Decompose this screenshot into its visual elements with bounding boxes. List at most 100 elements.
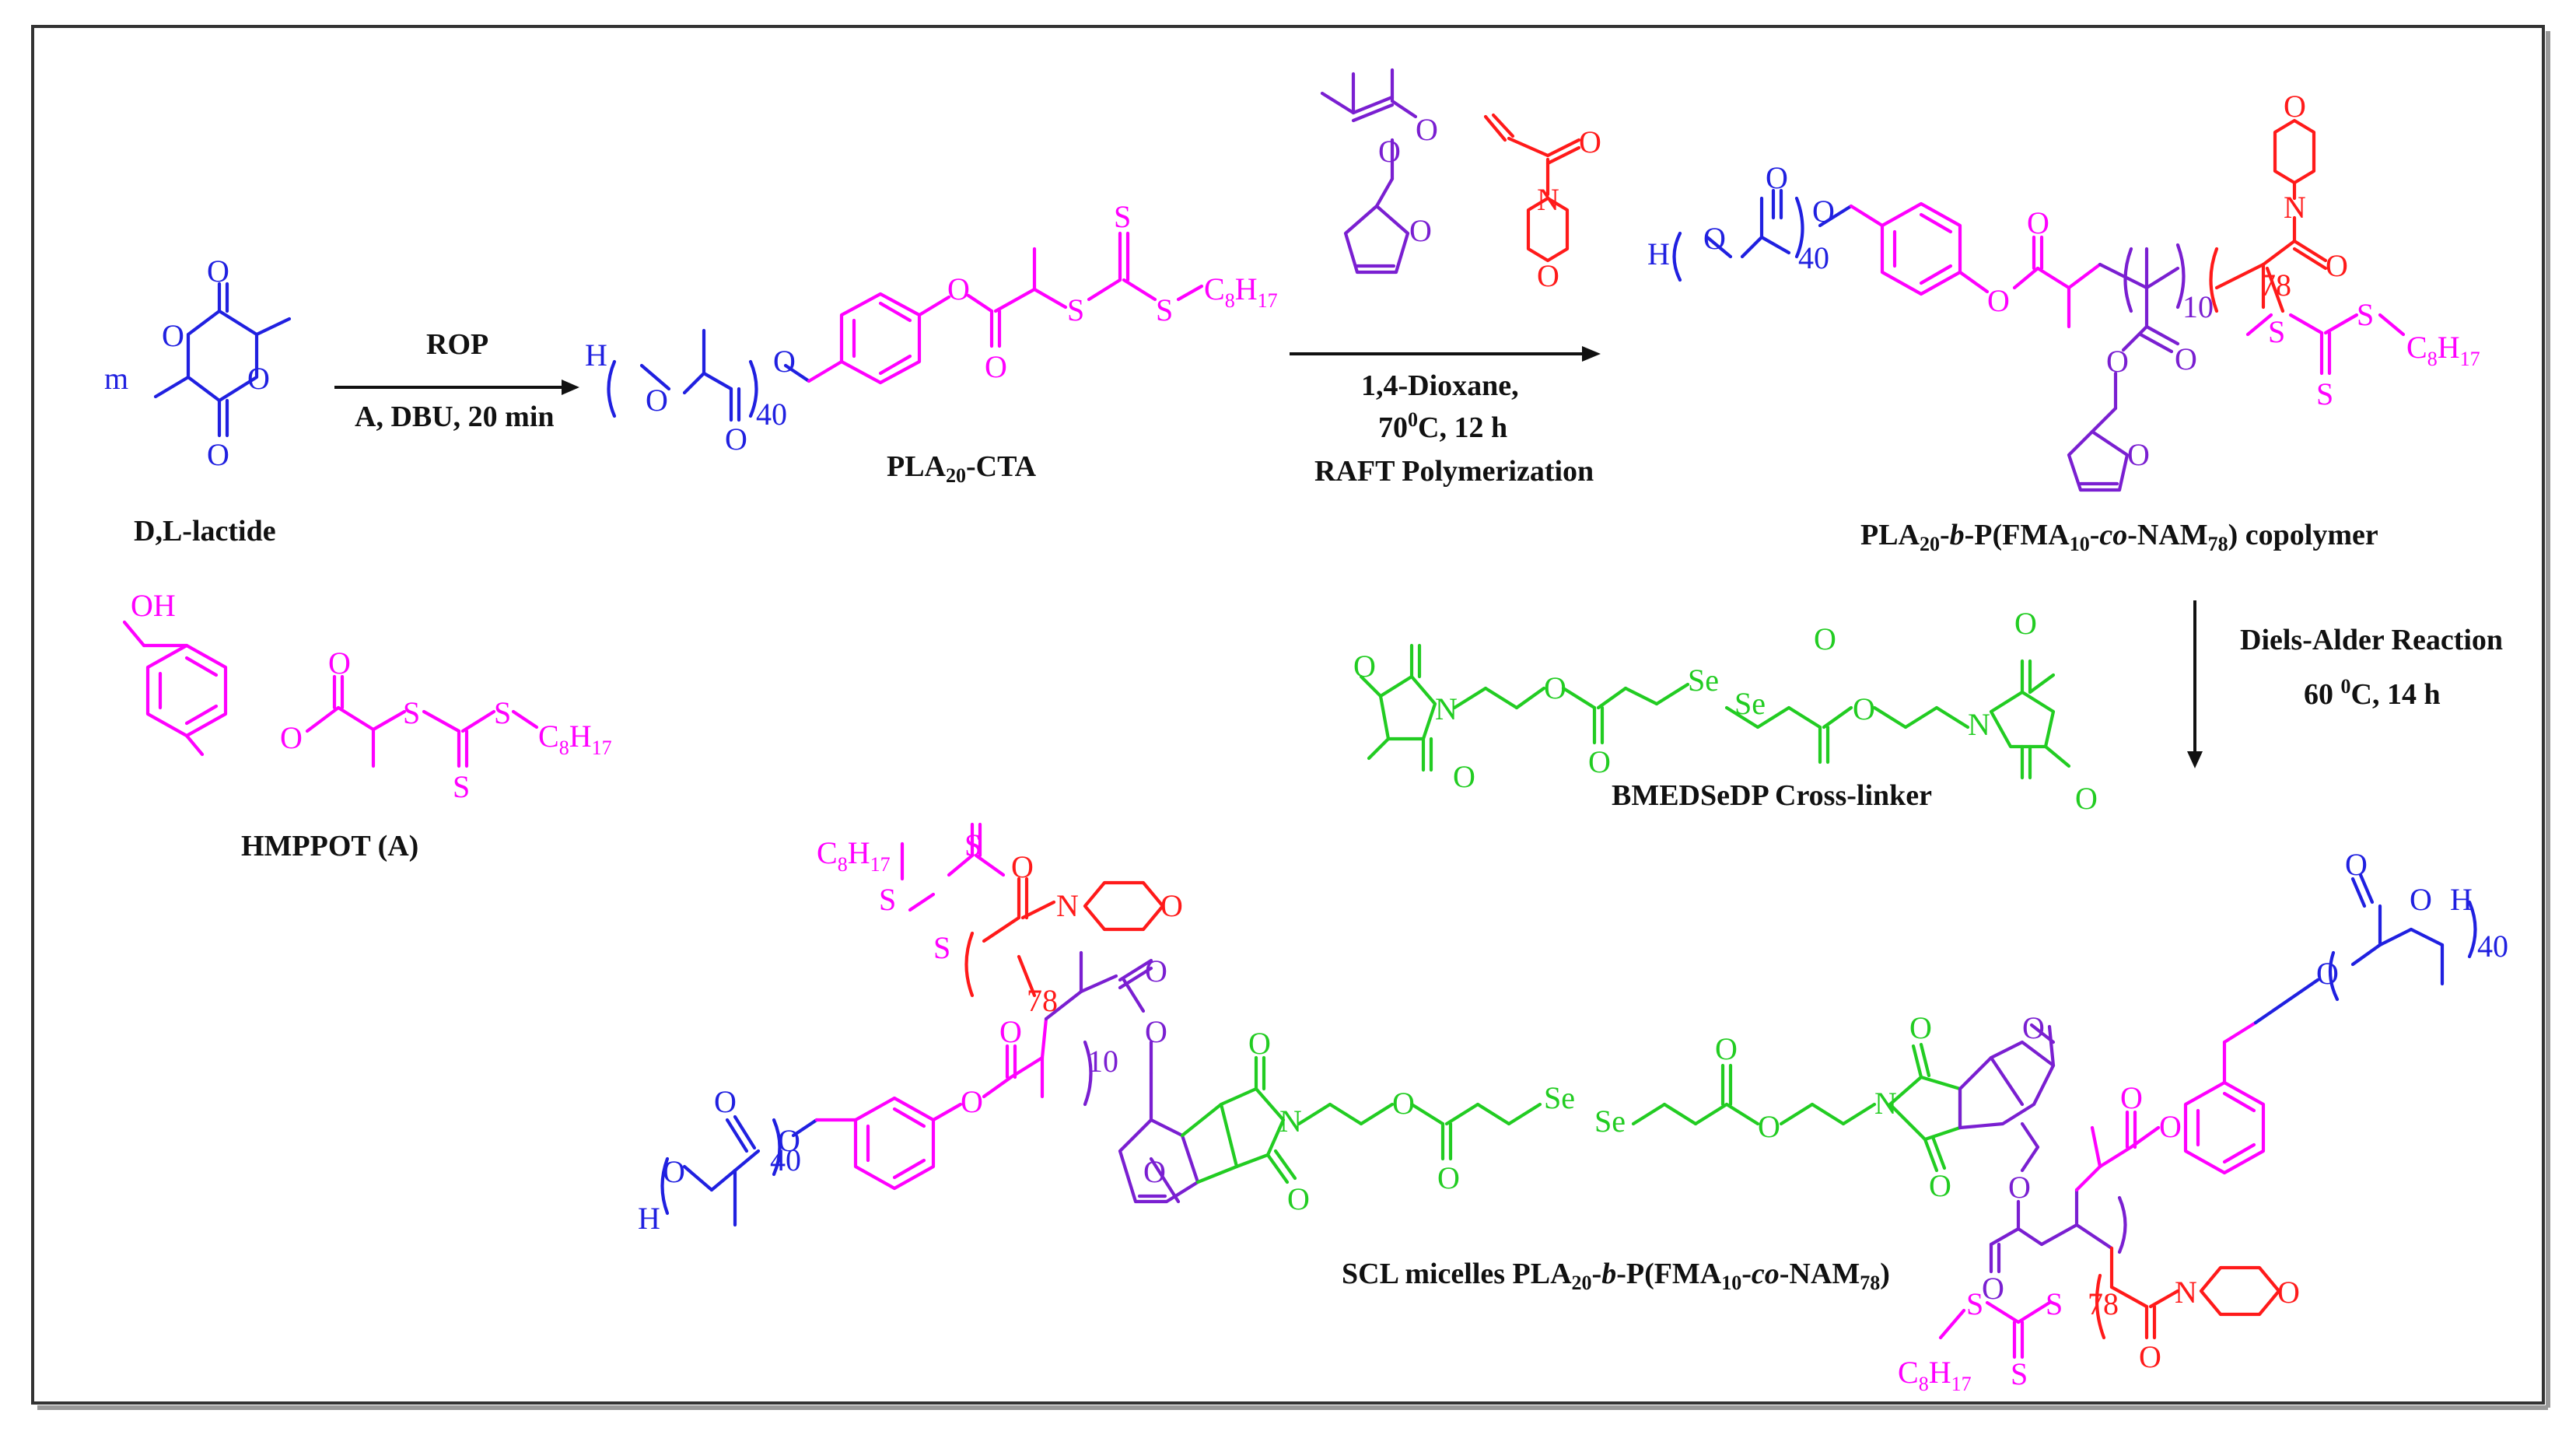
crosslinker-n-1: N — [1435, 691, 1458, 726]
micelle-right-o-morpholine: O — [2277, 1275, 2300, 1310]
pla-cta-o-ester: O — [947, 271, 970, 306]
micelle-left-o-1: O — [663, 1154, 685, 1189]
micelle-right-maleimide — [1631, 1042, 1962, 1173]
micelle-right-o-carbonyl: O — [2345, 847, 2368, 882]
copolymer-o-carbonyl-cta: O — [2027, 205, 2049, 240]
micelle-left-c8h17: C8H17 — [817, 835, 891, 876]
crosslinker-se-1: Se — [1688, 663, 1719, 698]
copolymer-o-morpholine: O — [2284, 89, 2306, 124]
pla-cta-caption: PLA20-CTA — [887, 450, 1037, 487]
micelle-right-o-ester-cta: O — [2159, 1109, 2182, 1144]
crosslinker-caption: BMEDSeDP Cross-linker — [1612, 779, 1932, 812]
micelle-left-h: H — [638, 1201, 660, 1236]
micelle-left-o-morpholine: O — [1160, 888, 1183, 923]
copolymer-pla — [1672, 188, 1853, 282]
pla-cta-o-1: O — [646, 383, 668, 418]
micelle-left-o-ester-link: O — [1392, 1086, 1415, 1121]
micelle-left-nam — [964, 876, 1165, 998]
copolymer-fma-block — [2067, 243, 2186, 492]
copolymer-s-thione: S — [2316, 376, 2333, 411]
hmppot-s-thione: S — [453, 769, 470, 804]
scheme-frame — [31, 25, 2545, 1405]
copolymer-n78: 78 — [2260, 268, 2291, 303]
micelle-left-o-2: O — [778, 1123, 800, 1158]
micelle-left-s-1: S — [879, 882, 896, 917]
pla-cta-s-thione: S — [1114, 199, 1131, 234]
pla-cta-n40: 40 — [756, 397, 787, 432]
rop-conditions: A, DBU, 20 min — [355, 401, 555, 433]
copolymer-o-1: O — [1703, 221, 1726, 256]
pla-cta-s-1: S — [1067, 292, 1084, 327]
pla-cta-o-carbonyl-2: O — [985, 349, 1007, 384]
lactide-o-ring-right: O — [247, 361, 270, 396]
crosslinker-o-5: O — [1814, 621, 1836, 656]
micelle-right-n-morpholine: N — [2175, 1275, 2197, 1310]
micelle-right-o-fma-carbonyl: O — [1982, 1271, 2004, 1306]
pla-cta-h: H — [585, 338, 607, 373]
micelle-right-o-2: O — [2410, 882, 2432, 917]
crosslinker-o-7: O — [2014, 606, 2037, 641]
hmppot-oh: OH — [131, 588, 176, 623]
hmppot-s-2: S — [494, 695, 511, 730]
micelle-se-1: Se — [1544, 1080, 1575, 1115]
hmppot-c8h17: C8H17 — [538, 719, 612, 759]
micelle-right-o-imide-bottom: O — [1929, 1168, 1951, 1203]
micelles-caption: SCL micelles PLA20-b-P(FMA10-co-NAM78) — [1342, 1258, 1890, 1294]
micelle-right-n-imide: N — [1874, 1086, 1897, 1121]
micelle-right-s-1: S — [2046, 1286, 2063, 1321]
micelle-left-o-imide-top: O — [1248, 1026, 1271, 1061]
micelle-left-maleimide — [1180, 1055, 1542, 1184]
copolymer-c8h17: C8H17 — [2406, 330, 2480, 370]
crosslinker-o-6: O — [1853, 691, 1875, 726]
micelle-right-o-bridge: O — [2022, 1010, 2045, 1045]
crosslinker-n-2: N — [1968, 707, 1990, 742]
crosslinker-o-2: O — [1453, 759, 1475, 794]
pla-cta-o-2: O — [773, 344, 796, 379]
micelle-right-n40: 40 — [2477, 929, 2508, 964]
micelle-left-s-2: S — [933, 930, 950, 965]
micelle-right-o-carbonyl-cta: O — [2120, 1080, 2143, 1115]
micelle-right-pla — [2253, 873, 2477, 1025]
lactide-o-bottom: O — [207, 437, 229, 472]
micelle-left-n-imide: N — [1279, 1104, 1302, 1139]
hmppot-o-carbonyl: O — [328, 646, 351, 681]
micelle-left-o-carbonyl: O — [714, 1084, 737, 1119]
crosslinker-o-1: O — [1353, 649, 1376, 684]
rop-arrowhead — [562, 380, 579, 395]
hmppot-o-ester: O — [280, 720, 303, 755]
micelle-se-2: Se — [1594, 1104, 1626, 1139]
micelle-right-fma — [1958, 1023, 2127, 1274]
micelle-right-cta — [1938, 1020, 2266, 1359]
diels-alder-temp: 60 0C, 14 h — [2304, 675, 2441, 711]
micelle-left-cta — [814, 822, 1048, 1191]
lactide-o-ring-left: O — [162, 318, 184, 353]
micelle-left-o-carbonyl-link: O — [1437, 1160, 1460, 1195]
micelle-left-pla — [660, 1114, 819, 1227]
micelle-right-o-carbonyl-link: O — [1715, 1031, 1738, 1066]
micelle-left-o-fma-ester: O — [1145, 1014, 1167, 1049]
copolymer-nam-block — [2209, 118, 2328, 313]
pla-cta-s-2: S — [1156, 292, 1173, 327]
micelle-left-o-bridge: O — [1143, 1154, 1166, 1189]
pla-cta-cta-block — [807, 231, 1204, 385]
micelle-left-o-carbonyl-cta: O — [999, 1014, 1022, 1049]
raft-solvent: 1,4-Dioxane, — [1361, 369, 1519, 402]
copolymer-n40: 40 — [1798, 240, 1829, 275]
nam-n: N — [1537, 182, 1559, 217]
copolymer-o-ester-cta: O — [1987, 283, 2010, 318]
rop-label: ROP — [426, 328, 488, 361]
copolymer-o-fma-ester: O — [2106, 344, 2129, 379]
crosslinker-o-8: O — [2075, 781, 2098, 816]
micelle-left-o-nam-carbonyl: O — [1011, 849, 1034, 884]
micelle-right-c8h17: C8H17 — [1898, 1355, 1972, 1395]
micelle-right-o-ester-link: O — [1758, 1109, 1780, 1144]
copolymer-s-1: S — [2268, 314, 2285, 349]
micelle-left-s-thione: S — [964, 827, 982, 862]
hmppot-structure — [122, 620, 539, 768]
pla-cta-pla-block — [607, 328, 811, 422]
micelle-left-n-morpholine: N — [1056, 888, 1079, 923]
crosslinker-structure — [1359, 643, 2071, 780]
lactide-o-top: O — [207, 254, 229, 289]
copolymer-o-carbonyl: O — [1766, 160, 1788, 195]
